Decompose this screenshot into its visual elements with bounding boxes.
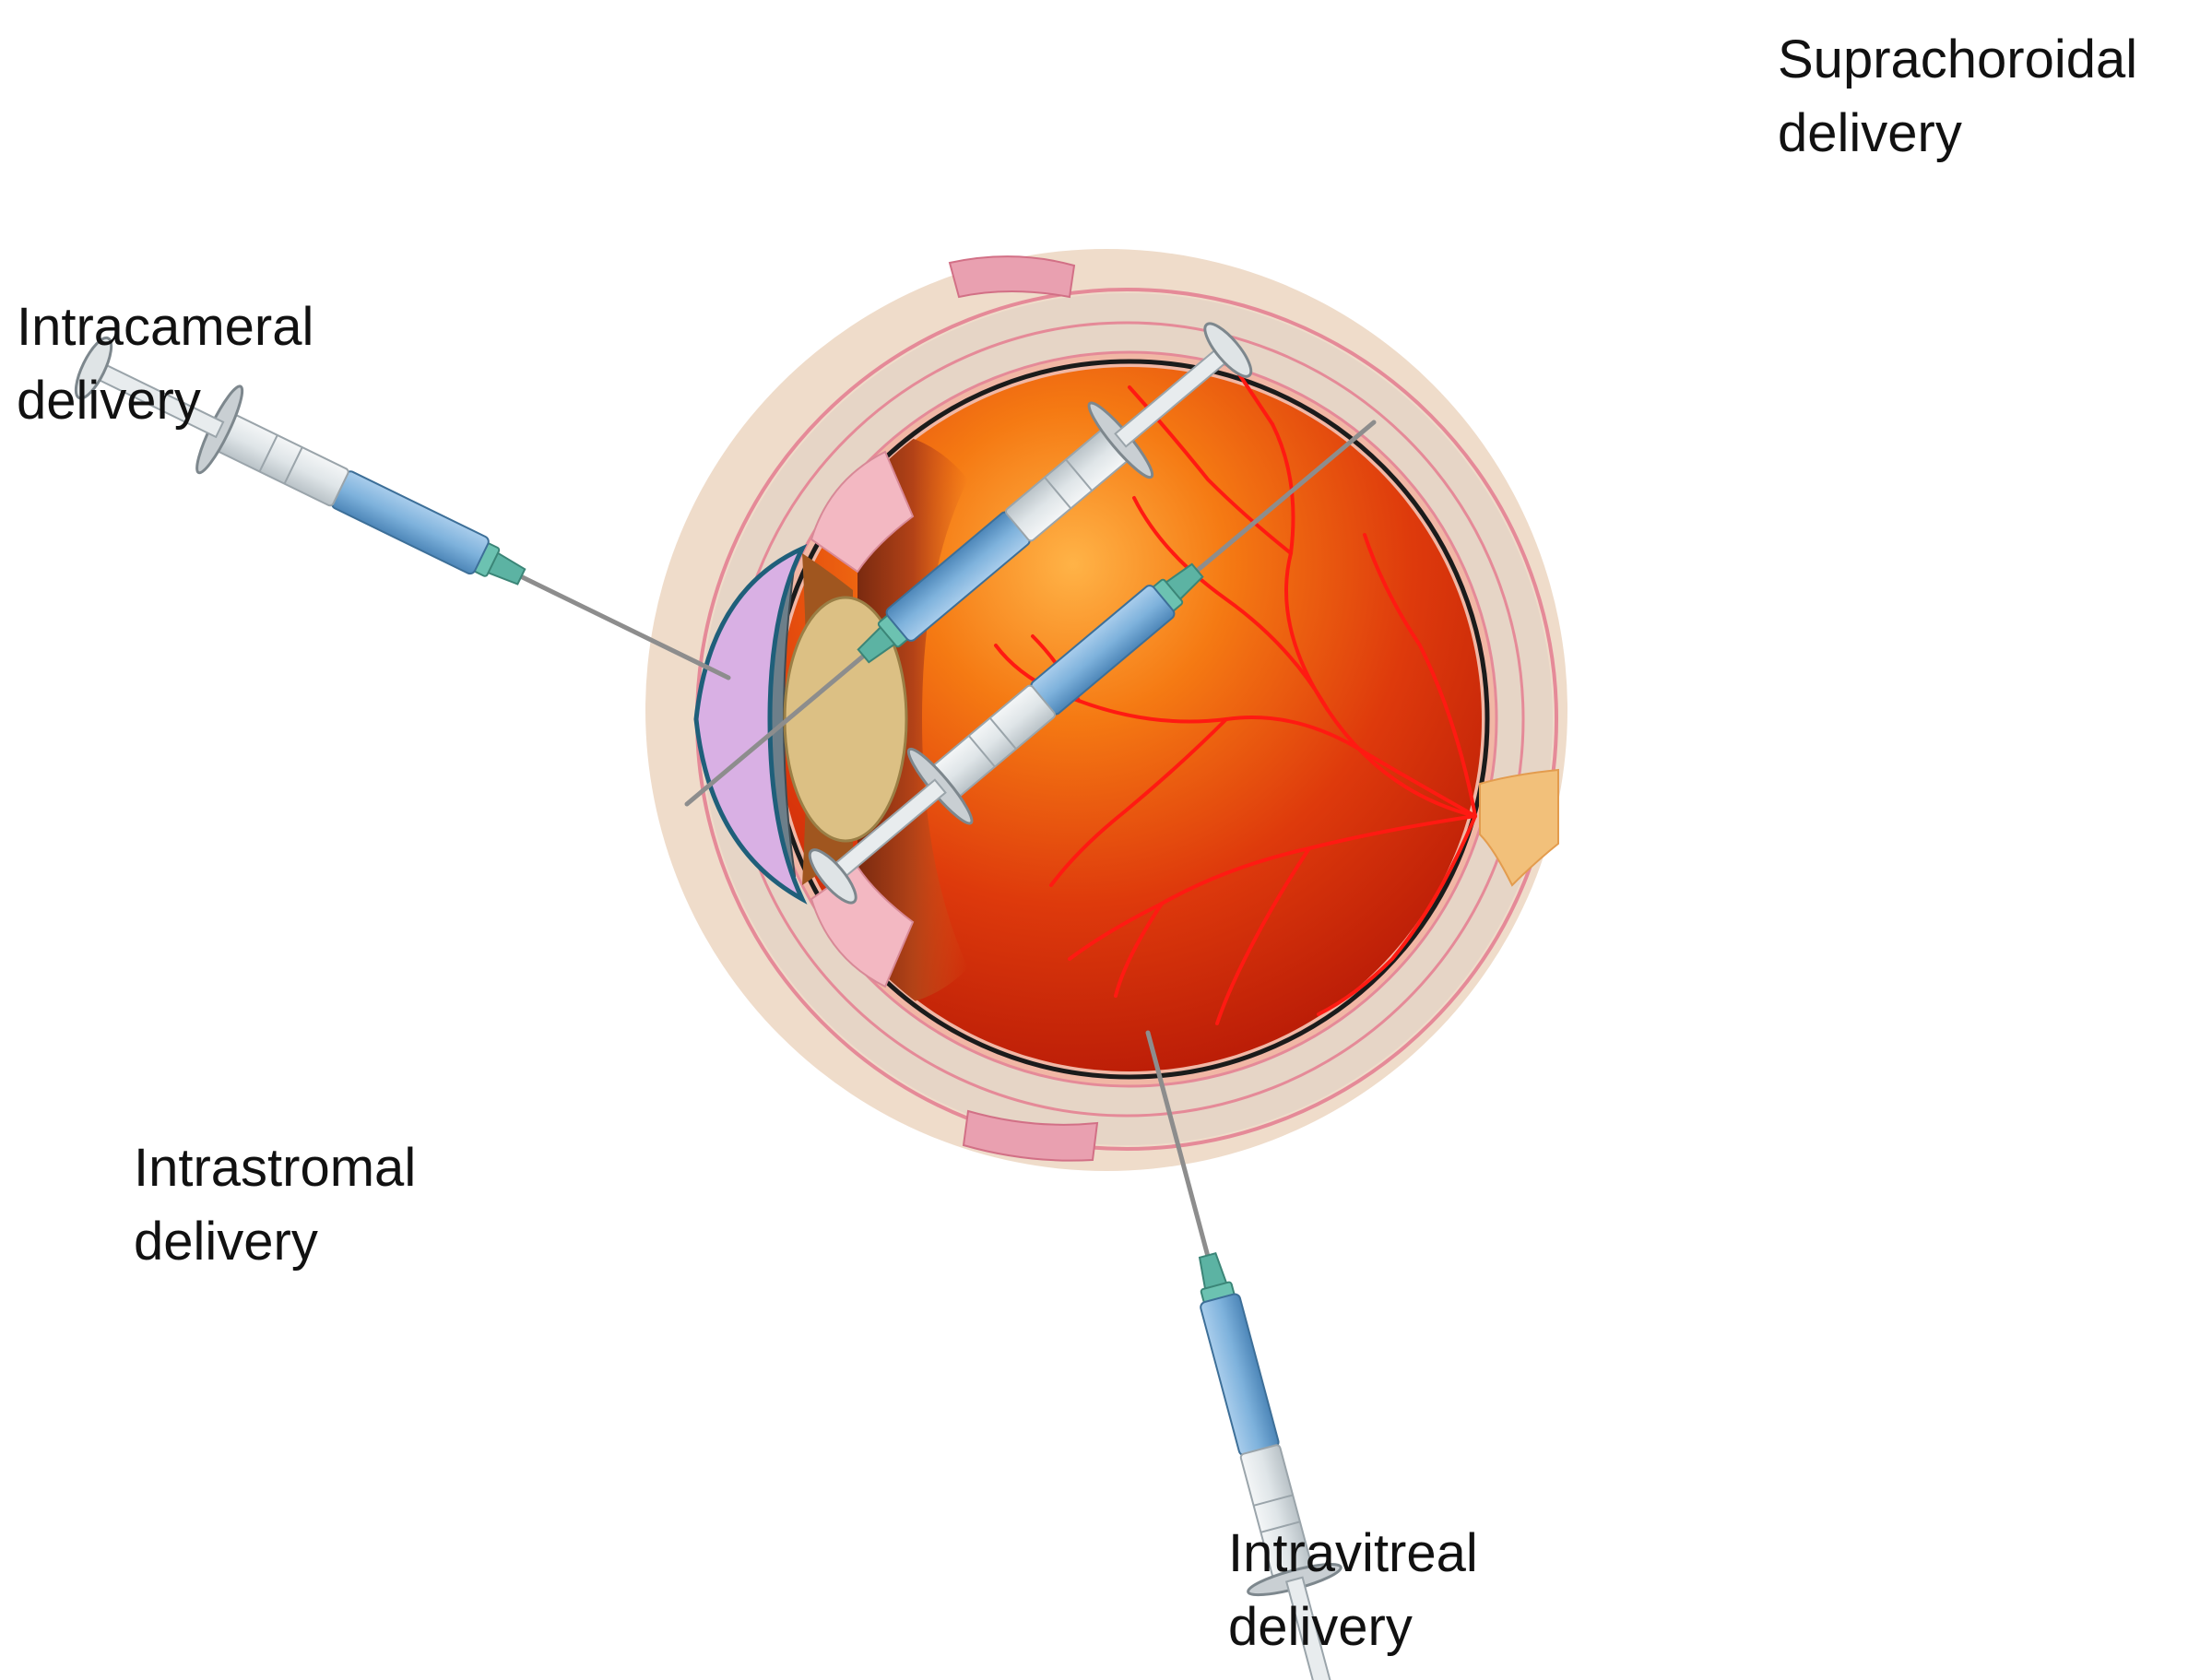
label-line-1: Intrastromal: [134, 1138, 417, 1198]
label-line-1: Suprachoroidal: [1778, 30, 2138, 89]
cornea: [693, 543, 808, 905]
optic-nerve: [1479, 768, 1559, 887]
label-line-2: delivery: [134, 1212, 318, 1272]
label-suprachoroidal-delivery: Suprachoroidal delivery: [1778, 23, 2137, 171]
label-intravitreal-delivery: Intravitreal delivery: [1228, 1517, 1478, 1664]
superior-muscle: [948, 255, 1076, 299]
label-intrastromal-delivery: Intrastromal delivery: [134, 1131, 416, 1279]
label-line-2: delivery: [1228, 1597, 1413, 1657]
vitreous-body: [777, 367, 1482, 1071]
label-line-1: Intracameral: [17, 297, 314, 357]
label-intracameral-delivery: Intracameral delivery: [17, 290, 313, 438]
label-line-2: delivery: [17, 371, 201, 431]
inferior-muscle: [962, 1109, 1099, 1162]
ciliary-body: [858, 432, 968, 1007]
label-line-2: delivery: [1778, 103, 1962, 163]
ciliary-tissue-top: [810, 450, 915, 574]
label-line-1: Intravitreal: [1228, 1523, 1478, 1583]
